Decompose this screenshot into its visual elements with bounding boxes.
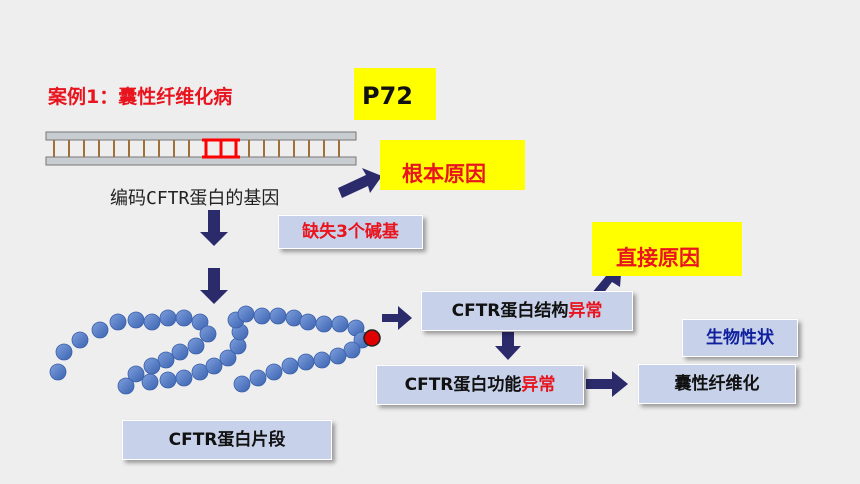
amino-acid-bead: [253, 307, 271, 325]
amino-acid-bead: [143, 357, 161, 375]
amino-acid-bead: [171, 343, 189, 361]
direct-cause-text: 直接原因: [616, 246, 700, 270]
amino-acid-bead: [315, 315, 333, 333]
amino-acid-bead: [299, 313, 317, 331]
amino-acid-bead: [191, 363, 209, 381]
missing-bases-box: 缺失3个碱基: [278, 215, 423, 249]
amino-acid-bead: [329, 347, 347, 365]
direct-cause-label: 直接原因: [592, 222, 742, 276]
case-title: 案例1：囊性纤维化病: [48, 86, 233, 108]
amino-acid-bead: [187, 337, 205, 355]
function-box-prefix: CFTR蛋白功能: [404, 375, 522, 395]
amino-acid-bead: [229, 337, 247, 355]
arrow-structure-to-function: [495, 332, 521, 360]
amino-acid-bead: [175, 309, 193, 327]
amino-acid-bead: [191, 313, 209, 331]
amino-acid-bead: [281, 357, 299, 375]
arrow-to-structure: [382, 306, 412, 330]
structure-box-highlight: 异常: [568, 301, 603, 321]
structure-abnormal-box: CFTR蛋白结构异常: [421, 291, 633, 331]
amino-acid-bead: [49, 363, 67, 381]
arrow-down-2: [200, 268, 228, 304]
amino-acid-bead: [297, 353, 315, 371]
root-cause-label: 根本原因: [380, 140, 525, 190]
mutation-site-bead: [363, 329, 381, 347]
amino-acid-bead: [91, 321, 109, 339]
structure-box-prefix: CFTR蛋白结构: [451, 301, 569, 321]
amino-acid-bead: [249, 369, 267, 387]
amino-acid-bead: [205, 357, 223, 375]
amino-acid-bead: [109, 313, 127, 331]
amino-acid-bead: [331, 315, 349, 333]
amino-acid-bead: [343, 341, 361, 359]
function-box-highlight: 异常: [521, 375, 556, 395]
arrow-to-root-cause: [338, 168, 382, 198]
amino-acid-bead: [141, 373, 159, 391]
arrow-down-1: [200, 210, 228, 246]
amino-acid-bead: [199, 325, 217, 343]
function-abnormal-box: CFTR蛋白功能异常: [376, 365, 584, 405]
gene-label: 编码CFTR蛋白的基因: [110, 188, 280, 209]
page-reference-text: P72: [362, 82, 413, 110]
protein-bead-chain: [49, 305, 371, 395]
mutation-rungs: [202, 138, 240, 159]
amino-acid-bead: [159, 309, 177, 327]
amino-acid-bead: [265, 363, 283, 381]
amino-acid-bead: [55, 343, 73, 361]
amino-acid-bead: [143, 313, 161, 331]
page-reference: P72: [354, 68, 436, 120]
amino-acid-bead: [117, 377, 135, 395]
amino-acid-bead: [159, 371, 177, 389]
dna-double-helix: [45, 131, 357, 166]
amino-acid-bead: [219, 349, 237, 367]
root-cause-text: 根本原因: [402, 162, 486, 186]
amino-acid-bead: [285, 309, 303, 327]
amino-acid-bead: [71, 331, 89, 349]
protein-fragment-box: CFTR蛋白片段: [122, 420, 332, 460]
amino-acid-bead: [237, 305, 255, 323]
amino-acid-bead: [157, 351, 175, 369]
disease-box: 囊性纤维化: [638, 364, 796, 404]
amino-acid-bead: [313, 351, 331, 369]
amino-acid-bead: [233, 375, 251, 393]
amino-acid-bead: [127, 365, 145, 383]
arrow-function-to-disease: [586, 371, 628, 397]
trait-label: 生物性状: [682, 319, 798, 357]
amino-acid-bead: [175, 369, 193, 387]
amino-acid-bead: [269, 307, 287, 325]
amino-acid-bead: [127, 311, 145, 329]
